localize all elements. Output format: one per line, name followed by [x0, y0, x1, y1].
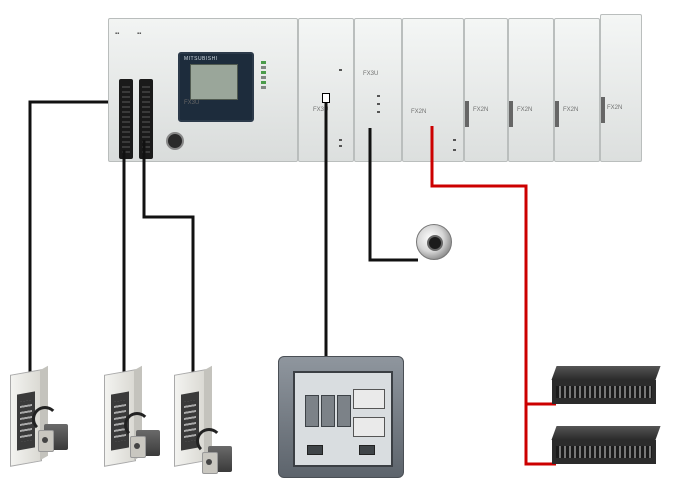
module-led	[453, 149, 456, 151]
cpu-terminal-label-left: ▪▪	[115, 31, 120, 37]
module-led	[339, 69, 342, 71]
module-port-icon	[601, 97, 605, 123]
hmi-gauge	[305, 395, 319, 427]
io-terminal-block-1	[551, 366, 661, 406]
module-port-icon	[509, 101, 513, 127]
expansion-module-2: FX3U	[354, 18, 402, 162]
module-model-label: FX2N	[563, 107, 579, 113]
hmi-gauge	[321, 395, 335, 427]
servo-motor-3-icon	[196, 428, 232, 476]
io-terminal-block-2	[551, 426, 661, 466]
expansion-module-6: FX2N	[554, 18, 600, 162]
servo-motor-2-icon	[124, 412, 160, 460]
cable-encoder	[368, 128, 418, 262]
cpu-io-connector-1	[119, 79, 133, 159]
hmi-screen	[293, 371, 393, 467]
servo-motor-1-icon	[32, 406, 68, 454]
module-led	[339, 145, 342, 147]
hmi-touch-panel	[278, 356, 404, 478]
module-model-label: FX2N	[517, 107, 533, 113]
cpu-status-leds	[261, 59, 266, 91]
module-model-label: FX2N	[473, 107, 489, 113]
module-model-label: FX2N	[607, 105, 623, 111]
module-port-icon	[465, 101, 469, 127]
cpu-terminal-label-right: ▪▪	[137, 31, 142, 37]
module-led	[377, 111, 380, 113]
cpu-run-switch-icon	[166, 132, 184, 150]
cable-servo-1	[28, 100, 108, 372]
module-led	[377, 95, 380, 97]
expansion-module-7: FX2N	[600, 14, 642, 162]
cpu-lcd-screen	[190, 64, 238, 100]
rotary-encoder-icon	[412, 218, 456, 262]
cpu-model-label: FX3U	[184, 100, 200, 106]
module-model-label: FX2N	[411, 109, 427, 115]
plc-brand-label: MITSUBISHI	[184, 56, 218, 62]
module-port-icon	[555, 101, 559, 127]
module-model-label: FX3U	[313, 107, 329, 113]
plc-cpu-unit: ▪▪ ▪▪	[108, 18, 298, 162]
hmi-display-box	[353, 389, 385, 409]
cpu-io-connector-2	[139, 79, 153, 159]
hmi-gauge	[337, 395, 351, 427]
module-led	[377, 103, 380, 105]
hmi-display-box	[353, 417, 385, 437]
module-model-label: FX3U	[363, 71, 379, 77]
hmi-button	[359, 445, 375, 455]
expansion-module-4: FX2N	[464, 18, 508, 162]
cpu-display-panel: MITSUBISHI	[178, 52, 254, 122]
module-led	[339, 139, 342, 141]
module-indicator-icon	[322, 93, 330, 103]
cable-io-blocks	[430, 126, 556, 466]
expansion-module-5: FX2N	[508, 18, 554, 162]
module-led	[453, 139, 456, 141]
hmi-button	[307, 445, 323, 455]
cable-servo-3	[142, 140, 195, 372]
